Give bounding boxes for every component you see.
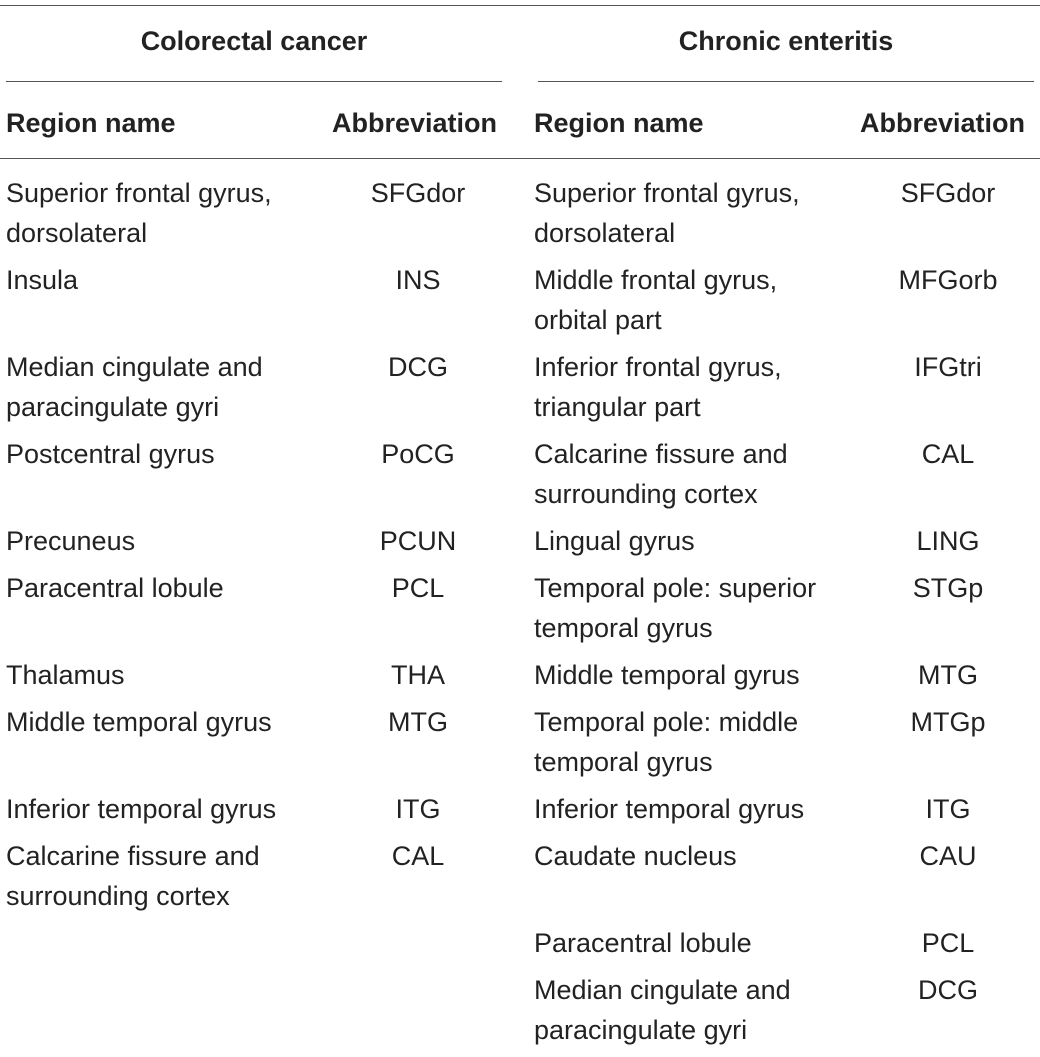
table-body: Superior frontal gyrus, dorsolateral SFG…: [0, 173, 1040, 1057]
column-header-region-name-left: Region name: [6, 108, 176, 138]
region-name-cell: Lingual gyrus: [534, 526, 695, 556]
abbreviation-cell: PCL: [921, 928, 975, 958]
region-name-cell: Insula: [6, 265, 79, 295]
region-name-cell: Temporal pole: superior temporal gyrus: [534, 573, 817, 643]
abbreviation-cell: PoCG: [381, 439, 455, 469]
region-name-cell: Middle frontal gyrus, orbital part: [534, 265, 778, 335]
region-name-cell: Inferior temporal gyrus: [6, 794, 277, 824]
table-row: Middle temporal gyrus MTG Temporal pole:…: [0, 702, 1040, 789]
abbreviation-cell: SFGdor: [900, 178, 996, 208]
region-name-cell: Inferior temporal gyrus: [534, 794, 805, 824]
abbreviation-cell: THA: [391, 660, 445, 690]
abbreviation-cell: CAL: [391, 841, 445, 871]
region-name-cell: Calcarine fissure and surrounding cortex: [534, 439, 788, 509]
region-name-cell: Middle temporal gyrus: [534, 660, 800, 690]
table-row: Calcarine fissure and surrounding cortex…: [0, 836, 1040, 923]
abbreviation-cell: ITG: [925, 794, 971, 824]
table-row: Precuneus PCUN Lingual gyrus LING: [0, 521, 1040, 568]
abbreviation-cell: MTGp: [910, 707, 986, 737]
abbreviation-cell: MTG: [918, 660, 978, 690]
region-name-cell: Paracentral lobule: [6, 573, 224, 603]
region-name-cell: Superior frontal gyrus, dorsolateral: [6, 178, 272, 248]
abbreviation-cell: PCL: [391, 573, 445, 603]
group-title-chronic-enteritis: Chronic enteritis: [678, 26, 894, 56]
abbreviation-cell: CAU: [919, 841, 977, 871]
abbreviation-cell: MTG: [388, 707, 448, 737]
abbreviation-cell: CAL: [921, 439, 975, 469]
table-row: Postcentral gyrus PoCG Calcarine fissure…: [0, 434, 1040, 521]
table-row: Insula INS Middle frontal gyrus, orbital…: [0, 260, 1040, 347]
abbreviation-cell: MFGorb: [898, 265, 998, 295]
group-title-colorectal-cancer: Colorectal cancer: [140, 26, 368, 56]
abbreviation-cell: SFGdor: [370, 178, 466, 208]
region-name-cell: Caudate nucleus: [534, 841, 737, 871]
abbreviation-cell: DCG: [918, 975, 978, 1005]
abbreviation-cell: INS: [395, 265, 441, 295]
abbreviation-cell: STGp: [912, 573, 984, 603]
abbreviation-cell: IFGtri: [914, 352, 982, 382]
region-name-cell: Postcentral gyrus: [6, 439, 215, 469]
group-rule-left: [6, 81, 502, 82]
table-top-rule: [0, 5, 1040, 6]
column-header-abbreviation-left: Abbreviation: [332, 108, 498, 138]
table-row: Paracentral lobule PCL: [0, 923, 1040, 970]
table-row: Thalamus THA Middle temporal gyrus MTG: [0, 655, 1040, 702]
region-name-cell: Superior frontal gyrus, dorsolateral: [534, 178, 800, 248]
abbreviation-cell: ITG: [395, 794, 441, 824]
header-rule: [0, 158, 1040, 159]
region-name-cell: Temporal pole: middle temporal gyrus: [534, 707, 799, 777]
region-name-cell: Thalamus: [6, 660, 125, 690]
region-name-cell: Inferior frontal gyrus, triangular part: [534, 352, 782, 422]
abbreviation-cell: DCG: [388, 352, 448, 382]
region-name-cell: Median cingulate and paracingulate gyri: [6, 352, 263, 422]
table-row: Paracentral lobule PCL Temporal pole: su…: [0, 568, 1040, 655]
column-header-abbreviation-right: Abbreviation: [860, 108, 1026, 138]
region-name-cell: Calcarine fissure and surrounding cortex: [6, 841, 260, 911]
table-row: Inferior temporal gyrus ITG Inferior tem…: [0, 789, 1040, 836]
region-name-cell: Middle temporal gyrus: [6, 707, 272, 737]
column-header-region-name-right: Region name: [534, 108, 704, 138]
region-name-cell: Paracentral lobule: [534, 928, 752, 958]
table-row: Median cingulate and paracingulate gyri …: [0, 970, 1040, 1057]
table-row: Median cingulate and paracingulate gyri …: [0, 347, 1040, 434]
region-name-cell: Precuneus: [6, 526, 136, 556]
abbreviation-cell: PCUN: [379, 526, 457, 556]
group-rule-right: [538, 81, 1034, 82]
region-name-cell: Median cingulate and paracingulate gyri: [534, 975, 791, 1045]
abbreviation-cell: LING: [916, 526, 980, 556]
table-row: Superior frontal gyrus, dorsolateral SFG…: [0, 173, 1040, 260]
